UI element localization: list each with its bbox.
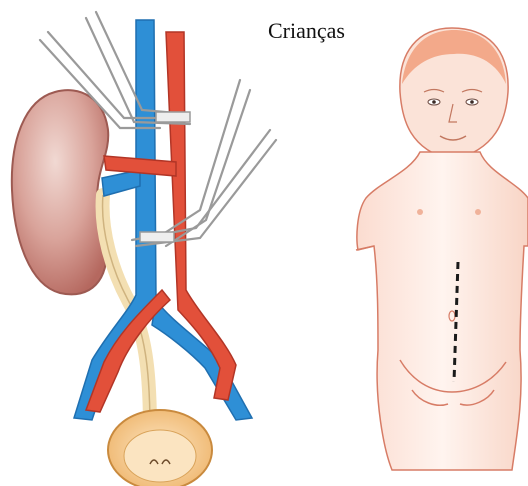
child-torso [357, 152, 528, 470]
bladder [108, 410, 212, 486]
right-nipple [475, 209, 481, 215]
caption-children: Crianças [268, 18, 345, 44]
surgical-anatomy-panel [12, 12, 276, 486]
child-head [400, 28, 508, 160]
left-nipple [417, 209, 423, 215]
child-body-panel [356, 28, 528, 470]
kidney [12, 90, 108, 294]
